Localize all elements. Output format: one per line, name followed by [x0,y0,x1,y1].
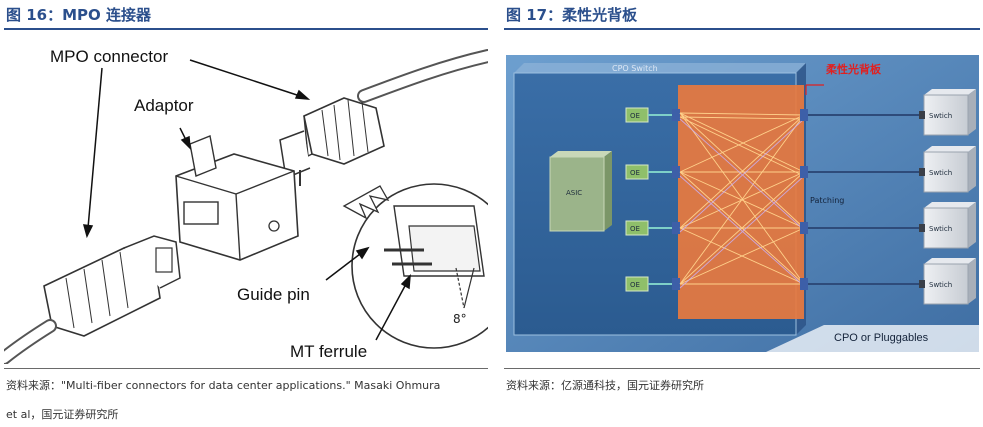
label-patching: Patching [810,196,845,205]
figure17-title-rule [504,28,980,30]
figure16-source-rule [4,368,488,369]
label-switch-3: Swtich [929,225,953,233]
figure17-title: 图 17：柔性光背板 [506,6,638,24]
oe-modules [625,107,680,292]
footer-ribbon [766,325,979,352]
fiber-mesh [679,112,805,289]
upper-mpo-connector [279,97,385,191]
label-mpo-connector: MPO connector [50,47,169,66]
flex-backplane-region [678,85,804,319]
ferrule-magnified-view [351,183,488,349]
label-oe-4: OE [630,281,640,289]
label-oe-1: OE [630,112,640,120]
adaptor-body [175,135,299,261]
lower-mpo-connector [43,235,181,337]
label-oe-3: OE [630,225,640,233]
label-switch-2: Swtich [929,169,953,177]
label-mt-ferrule: MT ferrule [290,342,368,361]
label-cpo-or-pluggables: CPO or Pluggables [834,332,929,344]
figure16-title: 图 16：MPO 连接器 [6,6,151,24]
label-adaptor: Adaptor [134,96,194,115]
patching-lines [808,114,922,285]
label-flex-backplane: 柔性光背板 [826,63,881,76]
figure17-source-rule [504,368,980,369]
label-angle: 8° [453,312,467,326]
figure16-source-line1: 资料来源："Multi-fiber connectors for data ce… [6,379,441,392]
label-guide-pin: Guide pin [237,285,310,304]
label-switch-4: Swtich [929,281,953,289]
figure16-title-rule [4,28,488,30]
patching-connectors [800,109,808,290]
figure17-source: 资料来源：亿源通科技，国元证券研究所 [506,379,704,392]
mpo-connector-illustration [4,49,488,364]
label-oe-2: OE [630,169,640,177]
label-cpo-switch: CPO Switch [612,64,658,73]
figure16-source-line2: et al，国元证券研究所 [6,408,119,421]
asic-chip [549,151,612,232]
label-asic: ASIC [566,189,583,197]
label-switch-1: Swtich [929,112,953,120]
flexible-backplane-diagram [506,55,979,352]
pluggable-switches [919,89,976,305]
